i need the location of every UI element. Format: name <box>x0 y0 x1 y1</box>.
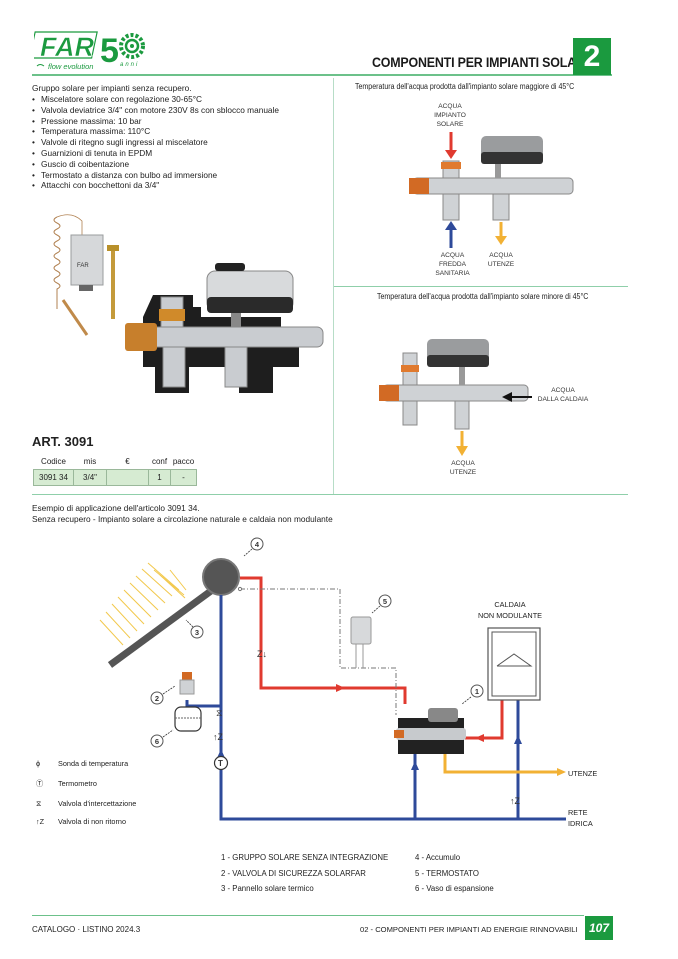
callout-6: 6 <box>155 737 159 746</box>
footer-catalog: CATALOGO · LISTINO 2024.3 <box>32 925 141 934</box>
feature-item: Temperatura massima: 110°C <box>32 126 279 137</box>
logo-tagline: flow evolution <box>48 62 93 71</box>
svg-text:↑Z: ↑Z <box>510 796 521 806</box>
col-header: mis <box>83 457 97 466</box>
rete-label-1: RETE <box>568 808 588 817</box>
label-utenze-out: ACQUA UTENZE <box>487 252 515 268</box>
far-50-logo: FAR 5 flow evolution anni <box>28 28 164 72</box>
below-45-caption: Temperatura dell'acqua prodotta dall'imp… <box>377 292 589 301</box>
solar-in-arrow <box>445 150 457 159</box>
cold-in-arrow <box>445 221 457 230</box>
example-title: Esempio di applicazione dell'articolo 30… <box>32 503 200 513</box>
product-photo: FAR <box>35 205 335 415</box>
callout-3: 3 <box>195 628 199 637</box>
svg-text:Z↓: Z↓ <box>257 649 267 659</box>
above-45-caption: Temperatura dell'acqua prodotta dall'imp… <box>355 82 575 91</box>
footer-rule <box>32 915 584 916</box>
feature-item: Valvola deviatrice 3/4" con motore 230V … <box>32 105 279 116</box>
cell-mis: 3/4" <box>73 469 107 486</box>
label-boiler-in: ACQUA DALLA CALDAIA <box>537 387 589 403</box>
svg-text:FAR: FAR <box>77 263 89 269</box>
component-item: 1 - GRUPPO SOLARE SENZA INTEGRAZIONE <box>221 853 389 862</box>
valve-diagram-below-45 <box>375 335 535 445</box>
col-header: Codice <box>41 457 66 466</box>
feature-list: Miscelatore solare con regolazione 30-65… <box>32 94 279 191</box>
feature-item: Attacchi con bocchettoni da 3/4" <box>32 180 279 191</box>
label-cold-in: ACQUA FREDDA SANITARIA <box>435 252 470 277</box>
callout-4: 4 <box>255 540 260 549</box>
product-intro: Gruppo solare per impianti senza recuper… <box>32 83 192 93</box>
callout-5: 5 <box>383 597 387 606</box>
component-item: 5 - TERMOSTATO <box>415 868 479 878</box>
utenze-out-arrow-2 <box>455 438 475 458</box>
feature-item: Miscelatore solare con regolazione 30-65… <box>32 94 279 105</box>
legend-shutoff-valve: ⧖Valvola d'intercettazione <box>36 799 137 808</box>
cell-conf: 1 <box>148 469 171 486</box>
svg-text:↑Z: ↑Z <box>213 732 224 742</box>
cell-pacco: - <box>170 469 197 486</box>
section-title: COMPONENTI PER IMPIANTI SOLARI <box>372 55 588 70</box>
section-number-badge: 2 <box>573 38 611 75</box>
operation-divider <box>334 286 628 287</box>
system-schematic: ⧖ ↑Z T Z↓ ↑Z 1 2 3 4 5 6 CALDAIA NON MOD… <box>0 530 678 850</box>
shutoff-valve-icon: ⧖ <box>36 799 42 808</box>
article-title: ART. 3091 <box>32 434 94 449</box>
svg-text:anni: anni <box>120 62 139 68</box>
svg-text:5: 5 <box>100 32 119 70</box>
component-list-left: 1 - GRUPPO SOLARE SENZA INTEGRAZIONE 2 -… <box>221 850 388 897</box>
svg-text:T: T <box>218 759 223 768</box>
utenze-out-arrow <box>495 236 507 245</box>
logo-brand: FAR <box>40 32 95 62</box>
utenze-label: UTENZE <box>568 769 597 778</box>
check-valve-icon: ↑Z <box>36 817 45 826</box>
column-divider <box>333 78 334 494</box>
svg-text:⧖: ⧖ <box>216 708 222 718</box>
footer-section: 02 - COMPONENTI PER IMPIANTI AD ENERGIE … <box>360 925 578 934</box>
feature-item: Valvole di ritegno sugli ingressi al mis… <box>32 137 279 148</box>
example-subtitle: Senza recupero - Impianto solare a circo… <box>32 514 333 524</box>
component-item: 3 - Pannello solare termico <box>221 884 314 893</box>
col-header: conf <box>151 457 168 466</box>
component-item: 6 - Vaso di espansione <box>415 884 494 893</box>
header-rule <box>32 74 612 76</box>
feature-item: Pressione massima: 10 bar <box>32 116 279 127</box>
component-item: 4 - Accumulo <box>415 853 461 862</box>
boiler-label-2: NON MODULANTE <box>478 611 542 620</box>
boiler-label-1: CALDAIA <box>494 600 525 609</box>
boiler-in-arrow <box>502 390 532 402</box>
col-header: pacco <box>172 457 195 466</box>
article-code-table: Codice mis € conf pacco 3091 34 3/4" 1 - <box>33 457 197 486</box>
callout-2: 2 <box>155 694 159 703</box>
label-solar-in: ACQUA IMPIANTO SOLARE <box>434 103 466 128</box>
component-item: 2 - VALVOLA DI SICUREZZA SOLARFAR <box>221 868 366 878</box>
component-list-right: 4 - Accumulo 5 - TERMOSTATO 6 - Vaso di … <box>415 850 494 897</box>
valve-diagram-above-45 <box>395 128 595 254</box>
page-number: 107 <box>585 916 613 940</box>
temperature-probe-icon: ϕ <box>36 759 41 768</box>
label-utenze-out-2: ACQUA UTENZE <box>449 460 477 476</box>
cell-codice: 3091 34 <box>33 469 74 486</box>
callout-1: 1 <box>475 687 479 696</box>
rete-label-2: IDRICA <box>568 819 593 828</box>
feature-item: Termostato a distanza con bulbo ad immer… <box>32 170 279 181</box>
feature-item: Guscio di coibentazione <box>32 159 279 170</box>
col-header: € <box>125 457 130 466</box>
thermometer-icon: Ⓣ <box>36 779 44 788</box>
feature-item: Guarnizioni di tenuta in EPDM <box>32 148 279 159</box>
cell-price <box>106 469 149 486</box>
section-divider <box>32 494 628 495</box>
table-row: 3091 34 3/4" 1 - <box>33 469 197 486</box>
